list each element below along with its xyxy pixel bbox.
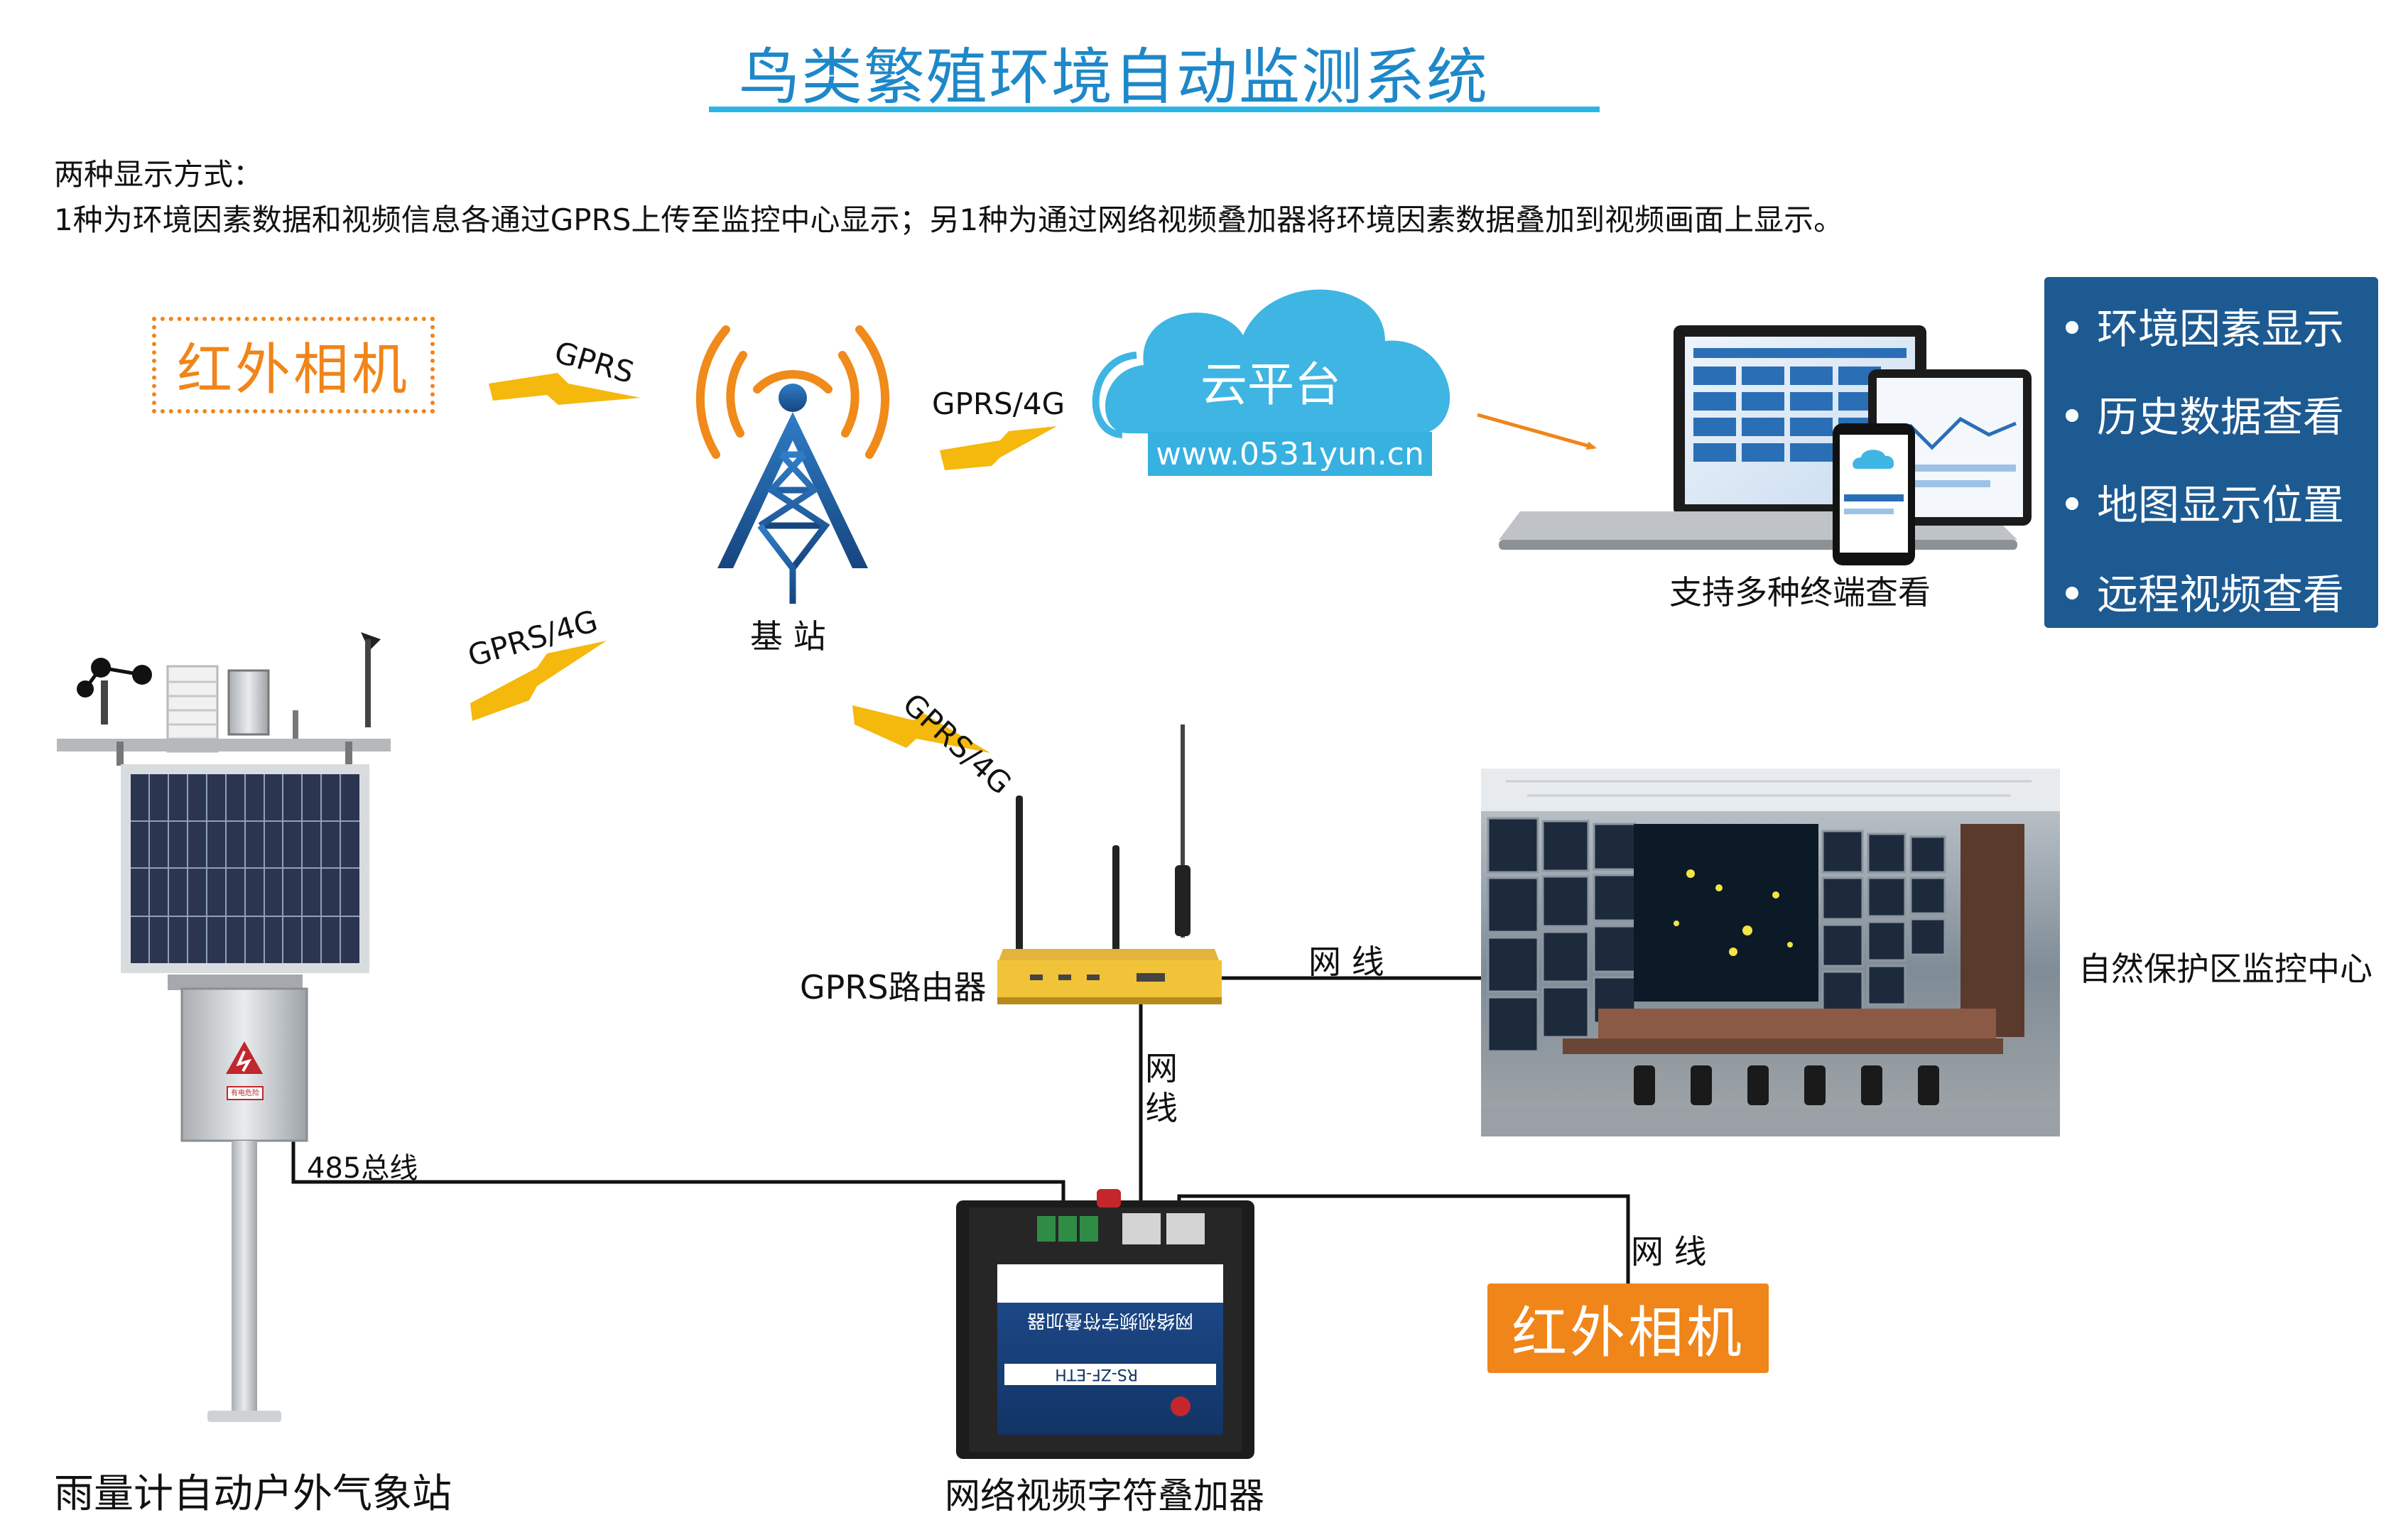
overlay-model-text: RS-ZF-ETH: [1055, 1365, 1138, 1383]
bullet-icon: [2066, 320, 2078, 334]
hazard-sign-text: 有电危险: [231, 1090, 259, 1097]
infrared-camera-bottom: 红外相机: [1487, 1284, 1769, 1373]
terminal-devices-icon: [1499, 325, 2032, 565]
feature-label: 远程视频查看: [2097, 570, 2345, 619]
feature-label: 历史数据查看: [2097, 393, 2345, 441]
link-router-overlay-2: 线: [1145, 1089, 1178, 1127]
overlay-device-label: 网络视频字符叠加器: [945, 1475, 1264, 1516]
feature-item-1: 环境因素显示: [2066, 295, 2344, 355]
base-station-tower-icon: [695, 325, 890, 604]
link-router-center: 网 线: [1308, 943, 1384, 981]
title-underline: [709, 107, 1600, 112]
overlay-device-icon: [956, 1189, 1254, 1459]
weather-station-icon: [57, 632, 391, 1422]
link-overlay-camera: 网 线: [1631, 1232, 1707, 1271]
cloud-url: www.0531yun.cn: [1148, 432, 1432, 476]
cloud-terminal-arrow: [1477, 413, 1597, 450]
lightning-icons: [470, 373, 1057, 753]
lightning-icon: [940, 426, 1057, 470]
lightning-icon: [852, 705, 990, 753]
lightning-icon: [489, 373, 641, 405]
cloud-platform-icon: [1092, 289, 1450, 438]
feature-item-4: 远程视频查看: [2066, 561, 2344, 621]
terminals-label: 支持多种终端查看: [1669, 573, 1931, 612]
base-station-label: 基 站: [750, 617, 826, 656]
lightning-icon: [470, 641, 607, 721]
feature-label: 地图显示位置: [2097, 481, 2345, 529]
gprs-router-icon: [997, 724, 1222, 1004]
feature-label: 环境因素显示: [2097, 305, 2345, 353]
bullet-icon: [2066, 496, 2078, 510]
intro-line-1: 两种显示方式：: [54, 157, 264, 192]
bullet-icon: [2066, 586, 2078, 599]
router-label: GPRS路由器: [800, 968, 987, 1006]
link-485-bus: 485总线: [307, 1152, 418, 1185]
bullet-icon: [2066, 408, 2078, 422]
infrared-camera-top: 红外相机: [152, 317, 435, 413]
link-tower-cloud: GPRS/4G: [932, 386, 1065, 421]
overlay-panel-text: 网络视频字符叠加器: [1027, 1310, 1194, 1331]
wire-485-bus: [291, 1135, 1065, 1207]
weather-station-label: 雨量计自动户外气象站: [54, 1471, 452, 1517]
feature-item-2: 历史数据查看: [2066, 384, 2344, 443]
monitor-center-label: 自然保护区监控中心: [2078, 950, 2372, 988]
cloud-platform-label: 云平台: [1200, 357, 1341, 412]
link-router-overlay-1: 网: [1145, 1049, 1178, 1087]
intro-line-2: 1种为环境因素数据和视频信息各通过GPRS上传至监控中心显示；另1种为通过网络视…: [54, 202, 1844, 237]
feature-list-panel: [2044, 277, 2378, 628]
monitoring-center-image: [1481, 769, 2060, 1136]
feature-item-3: 地图显示位置: [2066, 472, 2344, 531]
page-title: 鸟类繁殖环境自动监测系统: [739, 42, 1489, 113]
